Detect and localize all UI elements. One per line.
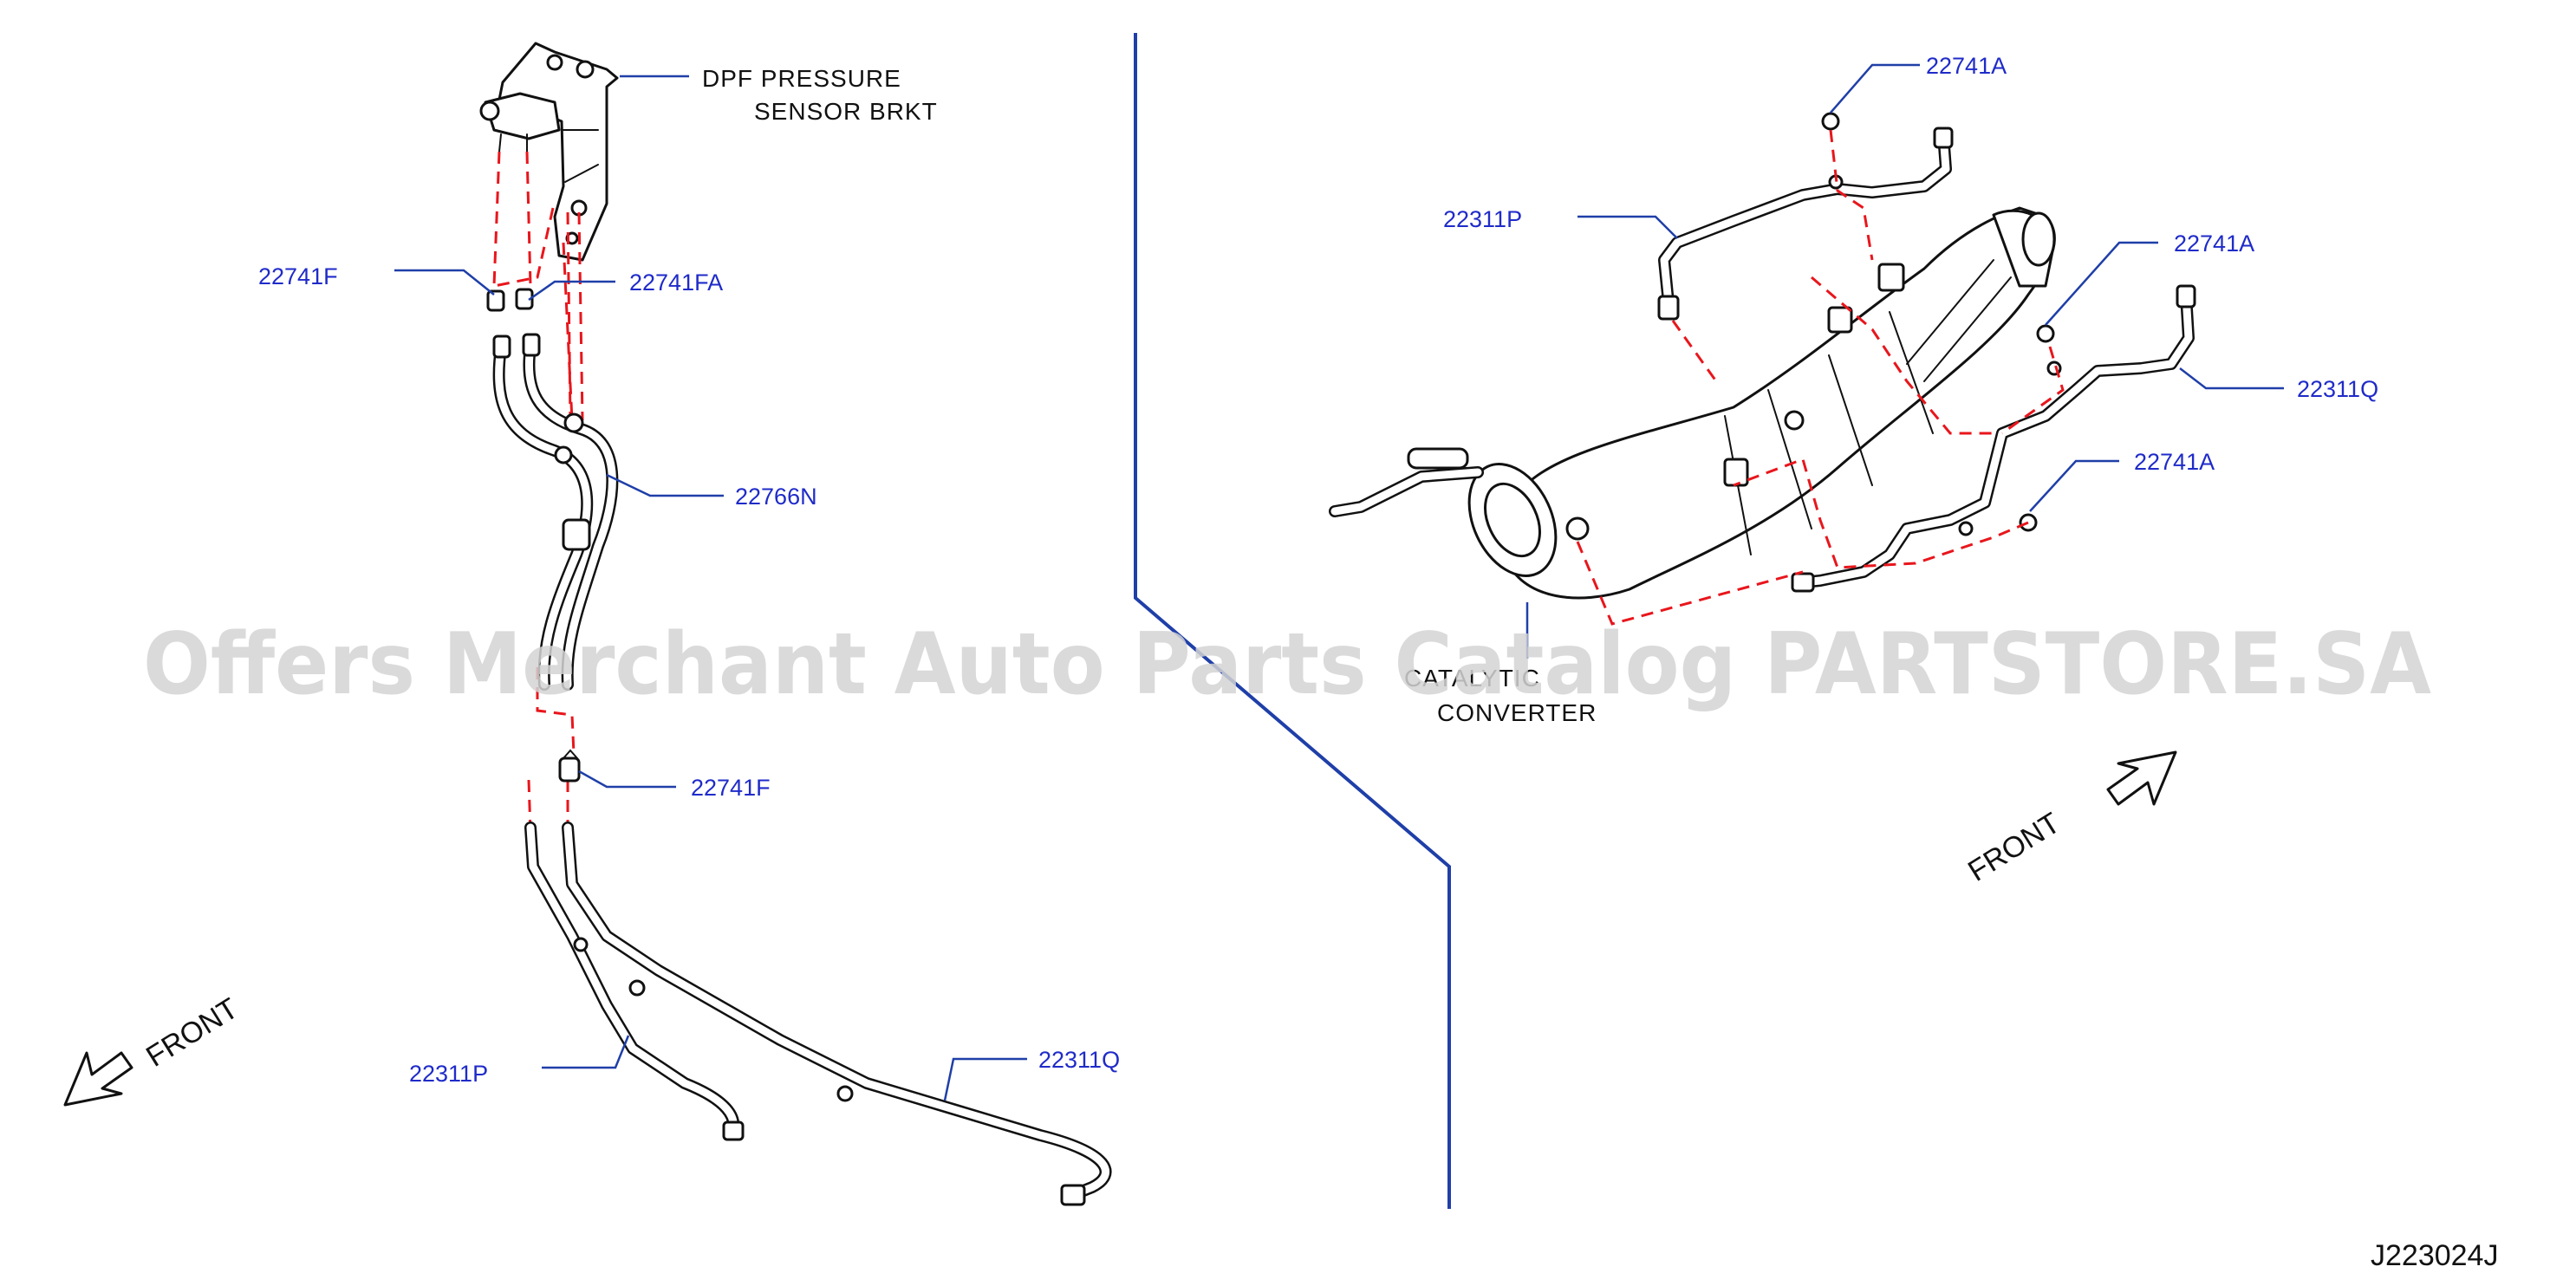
dpf-pressure-sensor-bracket[interactable] <box>479 42 619 262</box>
left-dashed-connectors <box>492 151 584 833</box>
left-assembly: DPF PRESSURE SENSOR BRKT 22741F 22741FA … <box>63 42 1120 1206</box>
label-22311P-right: 22311P <box>1443 206 1522 232</box>
pipe-22311P-left[interactable] <box>524 822 745 1141</box>
label-22766N: 22766N <box>735 484 817 510</box>
label-22741A-top: 22741A <box>1926 53 2007 79</box>
front-arrow-right: FRONT <box>1962 750 2177 888</box>
diagram-code: J223024J <box>2371 1239 2498 1272</box>
leader-22741F-top <box>394 269 495 296</box>
leader-22741FA <box>528 280 615 302</box>
pipe-22311Q-left[interactable] <box>562 822 1112 1206</box>
pipe-22311P-right[interactable] <box>1657 127 1954 321</box>
label-front-left: FRONT <box>140 992 244 1074</box>
leader-22311P-right <box>1577 215 1678 239</box>
label-22311Q-left: 22311Q <box>1038 1047 1120 1073</box>
watermark-text: Offers Merchant Auto Parts Catalog PARTS… <box>143 615 2431 714</box>
leader-22311Q-right <box>2179 367 2284 390</box>
catalytic-converter[interactable] <box>1329 206 2056 600</box>
label-22741FA: 22741FA <box>629 270 723 296</box>
label-front-right: FRONT <box>1962 807 2065 888</box>
clip-22741FA[interactable] <box>515 288 534 310</box>
hose-22766N[interactable] <box>492 333 619 691</box>
label-dpf-sensor-bracket-line2: SENSOR BRKT <box>754 98 938 125</box>
leader-22741F-mid <box>578 770 676 789</box>
leader-22741A-top <box>1830 63 1920 114</box>
front-arrow-left: FRONT <box>63 992 244 1107</box>
label-catalytic-line1: CATALYTIC <box>1404 665 1540 692</box>
label-22741A-low: 22741A <box>2134 449 2215 475</box>
label-22311P-left: 22311P <box>409 1061 488 1087</box>
label-dpf-sensor-bracket-line1: DPF PRESSURE <box>702 65 901 92</box>
right-dashed-connectors <box>1576 129 2065 626</box>
leader-22741A-mid <box>2045 241 2158 326</box>
clip-22741A-mid[interactable] <box>2036 324 2055 343</box>
leader-22766N <box>606 473 724 497</box>
right-assembly: 22741A 22311P 22741A 22311Q 22741A CATAL… <box>1329 53 2378 888</box>
label-22741F-mid: 22741F <box>691 775 771 801</box>
leader-22311P-left <box>542 1035 630 1069</box>
label-22741F-top: 22741F <box>258 263 338 289</box>
label-22311Q-right: 22311Q <box>2297 376 2378 402</box>
section-divider-line <box>1134 33 1451 1209</box>
leader-22311Q-left <box>943 1057 1027 1101</box>
clip-22741F-top[interactable] <box>486 289 505 312</box>
clip-22741F-mid[interactable] <box>558 749 581 783</box>
label-22741A-mid: 22741A <box>2174 231 2254 257</box>
label-catalytic-line2: CONVERTER <box>1437 699 1597 726</box>
clip-22741A-top[interactable] <box>1821 112 1840 131</box>
leader-22741A-low <box>2029 459 2119 512</box>
